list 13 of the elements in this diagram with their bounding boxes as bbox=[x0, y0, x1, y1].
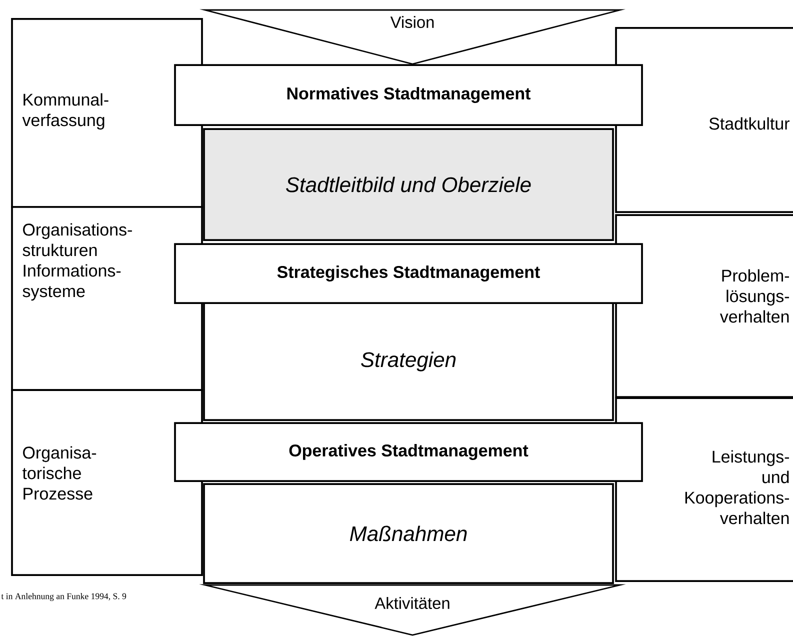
side-box: Leistungs- und Kooperations- verhalten bbox=[615, 397, 793, 582]
source-note: t in Anlehnung an Funke 1994, S. 9 bbox=[1, 593, 126, 601]
content-box: Strategien bbox=[203, 302, 614, 421]
side-box: Organisa- torische Prozesse bbox=[11, 389, 203, 576]
side-box: Kommunal- verfassung bbox=[11, 18, 203, 208]
level-band: Normatives Stadtmanagement bbox=[174, 64, 643, 126]
side-box: Organisations- strukturen Informations- systeme bbox=[11, 206, 203, 391]
content-box: Stadtleitbild und Oberziele bbox=[203, 128, 614, 241]
side-box: Problem- lösungs- verhalten bbox=[615, 214, 793, 398]
level-band: Operatives Stadtmanagement bbox=[174, 422, 643, 482]
content-box: Maßnahmen bbox=[203, 483, 614, 584]
level-band: Strategisches Stadtmanagement bbox=[174, 243, 643, 304]
side-box: Stadtkultur bbox=[615, 27, 793, 213]
